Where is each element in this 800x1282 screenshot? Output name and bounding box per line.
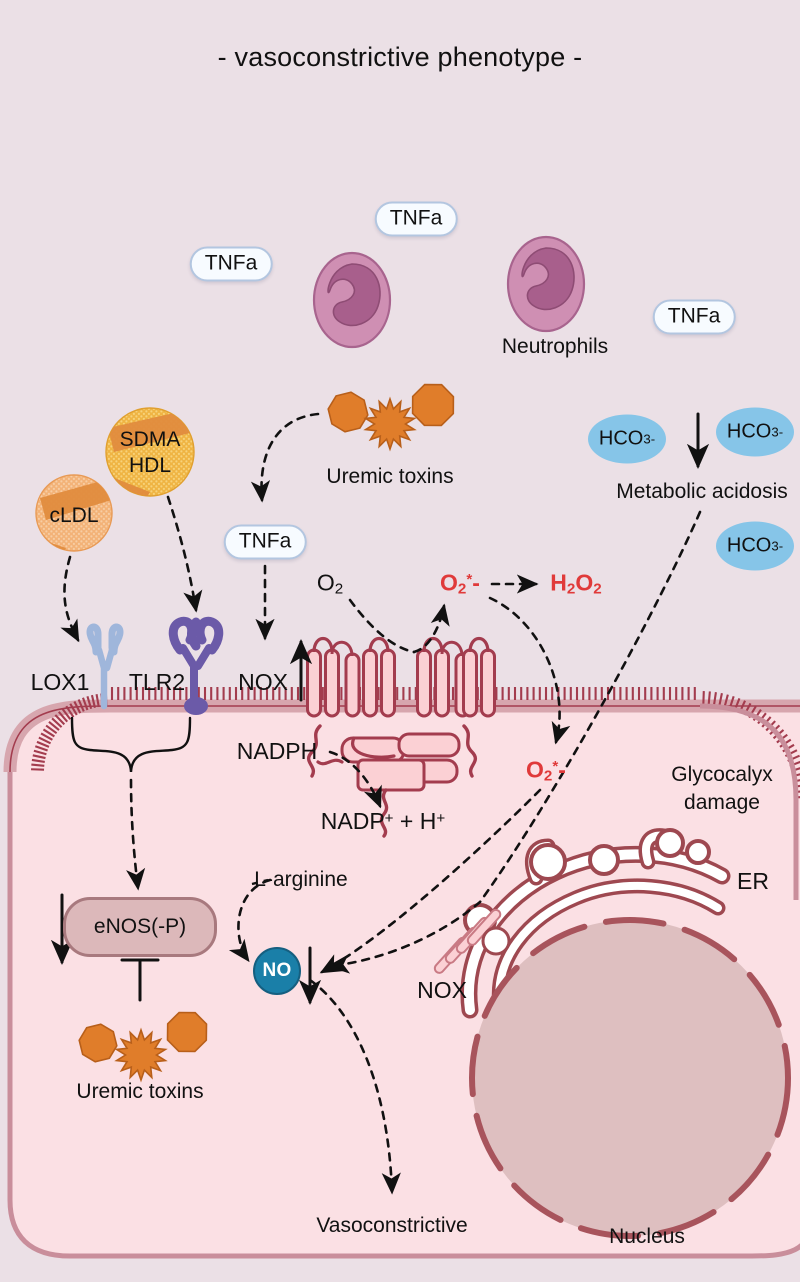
cell-corner-right <box>699 703 799 900</box>
er-label: ER <box>737 868 769 895</box>
uremic-toxin-shape <box>411 383 455 427</box>
glycocalyx-damage-line2: damage <box>684 791 760 815</box>
neutrophils-label: Neutrophils <box>501 335 609 359</box>
nox-helix <box>462 648 478 718</box>
page-title: - vasoconstrictive phenotype - <box>217 41 583 72</box>
nucleus-label: Nucleus <box>609 1225 685 1249</box>
tnfa-badge-2[interactable]: TNFa <box>374 201 458 237</box>
tnfa-badge-3[interactable]: TNFa <box>652 299 736 335</box>
sdma-label: SDMA <box>119 428 181 452</box>
neutrophil-1 <box>312 251 392 349</box>
superoxide-intracellular-label: O2*- <box>526 756 566 785</box>
tnfa-badge-1[interactable]: TNFa <box>189 246 273 282</box>
nox-membrane-label: NOX <box>238 669 288 696</box>
regulation-arrows <box>50 412 710 1005</box>
uremic-toxins-top-label: Uremic toxins <box>326 465 454 489</box>
uremic-toxin-shape <box>78 1023 118 1063</box>
inhibition-arrow <box>120 958 160 1002</box>
tlr2-receptor <box>168 616 224 715</box>
nox-helix <box>306 648 322 718</box>
nox-helix <box>380 648 396 718</box>
lox1-receptor <box>86 623 124 710</box>
nox-helix <box>480 648 496 718</box>
enos-label: eNOS(-P) <box>93 915 187 938</box>
uremic-toxin-shape <box>327 391 369 433</box>
nox-complex-er <box>433 908 511 974</box>
nox-er-vesicle <box>481 926 511 956</box>
cldl-label: cLDL <box>49 504 99 528</box>
nitric-oxide-node[interactable]: NO <box>253 947 301 995</box>
uremic-toxin-shape <box>114 1027 168 1083</box>
l-arginine-label: L-arginine <box>254 868 348 892</box>
nox-complex-membrane <box>306 636 496 838</box>
nox-helix <box>434 648 450 718</box>
nox-helix <box>324 648 340 718</box>
nadp-product-label: NADP+ + H+ <box>320 808 446 835</box>
glycocalyx-damage-line1: Glycocalyx <box>671 763 773 787</box>
signal-arrows <box>60 412 702 1195</box>
lox1-label: LOX1 <box>30 669 90 696</box>
no-label: NO <box>262 960 292 981</box>
tnfa-badge-4[interactable]: TNFa <box>223 524 307 560</box>
enos-node[interactable]: eNOS(-P) <box>63 897 217 957</box>
vasoconstrictive-label: Vasoconstrictive <box>316 1214 468 1238</box>
neutrophil-2 <box>506 235 586 333</box>
nox-helix <box>416 648 432 718</box>
nucleus <box>469 917 791 1239</box>
superoxide-extracellular-label: O2*- <box>440 569 480 598</box>
l-arginine-leader <box>251 878 269 886</box>
uremic-toxins-top <box>327 383 455 452</box>
metabolic-acidosis-label: Metabolic acidosis <box>616 480 788 504</box>
uremic-toxins-bottom <box>78 1011 208 1083</box>
nox-er-label: NOX <box>417 977 467 1004</box>
nadph-label: NADPH <box>236 738 318 765</box>
tlr2-label: TLR2 <box>128 669 186 696</box>
o2-label: O2 <box>316 569 344 598</box>
nox-helix <box>362 648 378 718</box>
hydrogen-peroxide-label: H2O2 <box>550 569 602 598</box>
uremic-toxins-bottom-label: Uremic toxins <box>76 1080 204 1104</box>
uremic-toxin-shape <box>363 396 417 452</box>
uremic-toxin-shape <box>166 1011 208 1053</box>
receptor-brace <box>70 716 192 773</box>
hdl-label: HDL <box>128 454 172 478</box>
